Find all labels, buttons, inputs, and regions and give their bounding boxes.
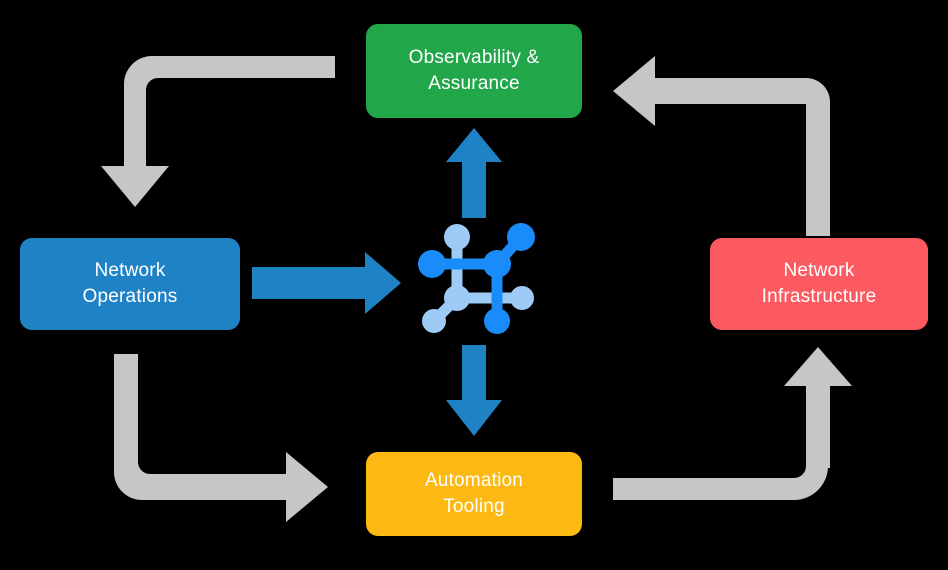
box-network-operations-label: Network Operations — [82, 260, 178, 307]
network-topology-icon — [418, 223, 535, 334]
arrow-center-to-automation — [446, 345, 502, 436]
arrow-operations-to-automation — [114, 354, 328, 522]
arrow-automation-to-infrastructure — [613, 347, 852, 500]
box-network-infrastructure[interactable]: Network Infrastructure — [710, 238, 928, 330]
arrow-center-to-observability — [446, 128, 502, 218]
box-observability-assurance[interactable]: Observability & Assurance — [366, 24, 582, 118]
arrow-observability-to-operations — [101, 56, 335, 207]
arrow-operations-to-center — [252, 252, 401, 314]
box-automation-tooling[interactable]: Automation Tooling — [366, 452, 582, 536]
box-network-operations[interactable]: Network Operations — [20, 238, 240, 330]
box-automation-tooling-label: Automation Tooling — [424, 470, 524, 517]
box-network-infrastructure-label: Network Infrastructure — [761, 260, 877, 307]
arrow-infrastructure-to-observability — [613, 56, 830, 236]
box-observability-label: Observability & Assurance — [408, 47, 540, 94]
